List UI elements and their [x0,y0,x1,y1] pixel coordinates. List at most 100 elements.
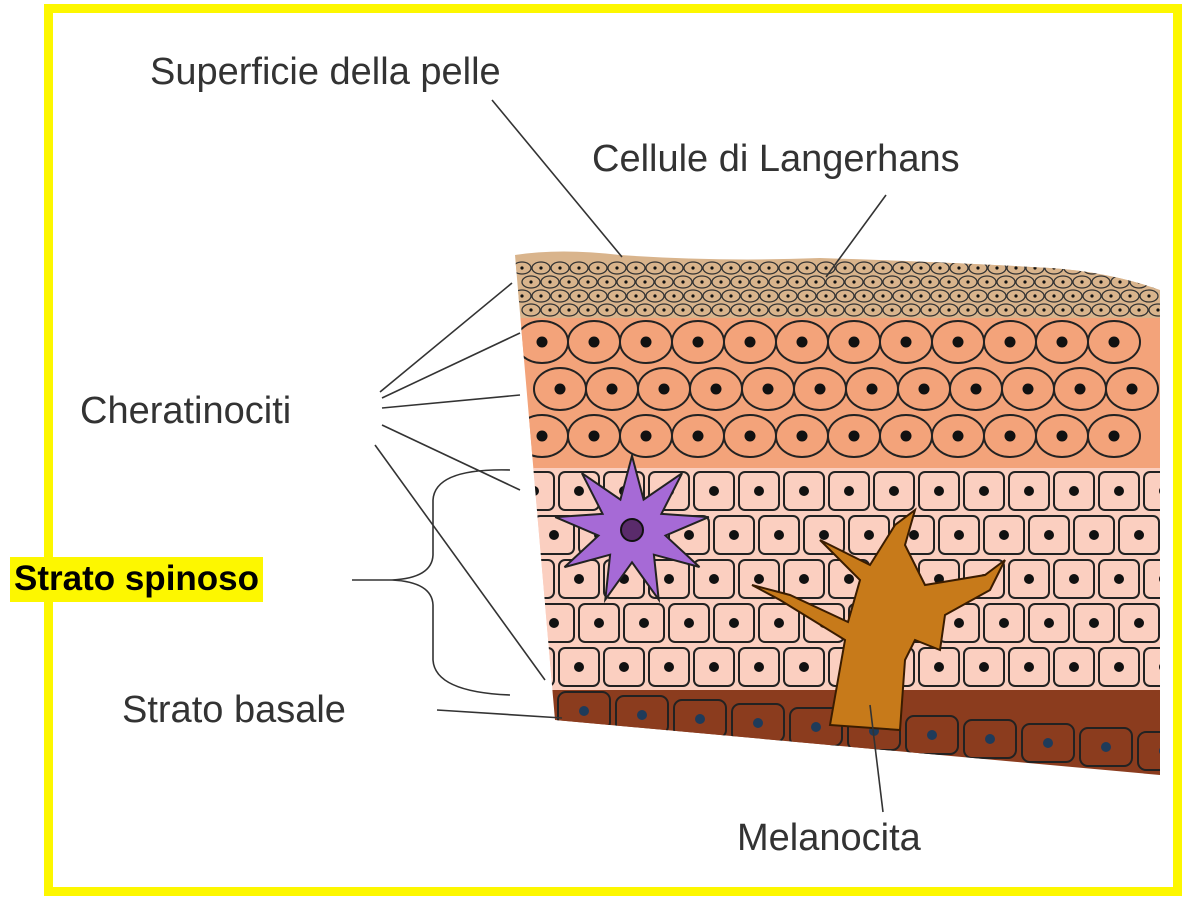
surface-cell-nucleus [890,308,893,311]
spinous-cell [1164,604,1199,642]
label-cheratinociti: Cheratinociti [80,392,291,430]
keratinocyte-nucleus [971,384,982,395]
surface-cell-nucleus [577,266,580,269]
surface-cell-nucleus [776,308,779,311]
basal-cell-nucleus [1101,742,1111,752]
spinous-cell-nucleus [729,618,739,628]
spinous-cell-nucleus [639,618,649,628]
surface-cell-nucleus [862,294,865,297]
spinous-cell-nucleus [1069,662,1079,672]
keratinocyte-nucleus [693,337,704,348]
spinous-cell [514,560,554,598]
spinous-cell-nucleus [709,486,719,496]
surface-cell-nucleus [1080,280,1083,283]
label-strato-basale: Strato basale [122,691,346,729]
surface-cell-nucleus [1090,294,1093,297]
spinous-cell [514,472,554,510]
spinous-cell-nucleus [999,530,1009,540]
spinous-cell-nucleus [1089,618,1099,628]
surface-cell-nucleus [976,266,979,269]
surface-cell-nucleus [653,294,656,297]
spinous-cell-nucleus [549,530,559,540]
spinous-cell [1144,560,1184,598]
surface-cell-nucleus [1099,280,1102,283]
surface-cell-nucleus [1023,280,1026,283]
surface-cell-nucleus [1156,308,1159,311]
surface-cell [1083,262,1101,274]
surface-cell-nucleus [520,266,523,269]
surface-cell-nucleus [1004,280,1007,283]
spinous-cell-nucleus [954,618,964,628]
surface-cell-nucleus [1052,294,1055,297]
surface-cell-nucleus [919,294,922,297]
surface-cell-nucleus [786,266,789,269]
spinous-cell-nucleus [574,486,584,496]
surface-cell-nucleus [881,294,884,297]
surface-cell-nucleus [1071,266,1074,269]
basal-cell-nucleus [927,730,937,740]
spinous-cell-nucleus [754,574,764,584]
surface-cell-nucleus [966,308,969,311]
spinous-cell [514,648,554,686]
spinous-cell-nucleus [1044,530,1054,540]
spinous-cell-nucleus [729,530,739,540]
surface-cell-nucleus [634,294,637,297]
basal-cell-nucleus [695,714,705,724]
spinous-cell-nucleus [574,662,584,672]
surface-cell-nucleus [1156,280,1159,283]
surface-cell-nucleus [900,294,903,297]
spinous-cell-nucleus [934,486,944,496]
surface-cell-nucleus [1014,294,1017,297]
spinous-cell [1144,648,1184,686]
spinous-cell-nucleus [1114,486,1124,496]
surface-cell-nucleus [1109,294,1112,297]
keratinocyte-nucleus [555,384,566,395]
keratinocyte-nucleus [901,431,912,442]
keratinocyte-nucleus [745,337,756,348]
surface-cell-nucleus [1137,308,1140,311]
surface-cell-nucleus [1033,266,1036,269]
keratinocyte-nucleus [589,431,600,442]
surface-cell-nucleus [757,308,760,311]
surface-cell-nucleus [928,308,931,311]
surface-cell-nucleus [852,280,855,283]
keratinocyte-nucleus [641,337,652,348]
spinous-cell-nucleus [774,618,784,628]
surface-cell-nucleus [596,266,599,269]
surface-cell-nucleus [634,266,637,269]
spinous-cell-nucleus [529,574,539,584]
spinous-cell-nucleus [909,530,919,540]
keratinocyte-nucleus [1075,384,1086,395]
surface-cell-nucleus [710,294,713,297]
surface-cell-nucleus [957,294,960,297]
surface-cell-nucleus [995,266,998,269]
surface-cell-nucleus [529,308,532,311]
spinous-cell-nucleus [1044,618,1054,628]
spinous-cell-nucleus [1159,574,1169,584]
surface-cell-nucleus [729,294,732,297]
surface-cell-nucleus [567,280,570,283]
surface-cell-nucleus [890,280,893,283]
keratinocyte-nucleus [1005,337,1016,348]
surface-cell-nucleus [662,280,665,283]
surface-cell-nucleus [757,280,760,283]
surface-cell-nucleus [805,294,808,297]
surface-cell-nucleus [643,308,646,311]
surface-cell-nucleus [814,280,817,283]
surface-cell-nucleus [1099,308,1102,311]
spinous-cell-nucleus [1114,662,1124,672]
tissue-section [500,240,1199,790]
keratinocyte-nucleus [763,384,774,395]
surface-cell-nucleus [919,266,922,269]
spinous-cell-nucleus [664,662,674,672]
surface-cell-nucleus [881,266,884,269]
spinous-cell-nucleus [1179,618,1189,628]
surface-cell-nucleus [852,308,855,311]
surface-cell-nucleus [767,294,770,297]
surface-cell-nucleus [767,266,770,269]
surface-cell-nucleus [624,280,627,283]
surface-cell-nucleus [966,280,969,283]
leader-cheratinociti-1 [380,283,512,392]
keratinocyte-nucleus [641,431,652,442]
spinous-cell-nucleus [549,618,559,628]
